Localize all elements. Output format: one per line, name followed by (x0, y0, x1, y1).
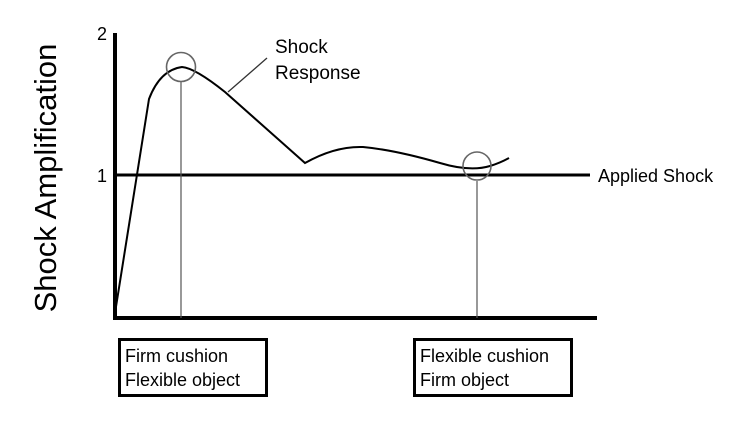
settle-highlight-circle (462, 151, 492, 181)
box-line: Firm object (420, 370, 510, 390)
response-leader-line (227, 57, 268, 93)
box-line: Firm cushion (125, 346, 229, 366)
y-axis-title: Shock Amplification (28, 44, 63, 313)
y-tick-2: 2 (97, 24, 107, 44)
box-line: Flexible object (125, 370, 241, 390)
peak-highlight-circle (165, 51, 197, 83)
shock-response-curve (114, 65, 510, 314)
response-label-line2: Response (275, 63, 361, 84)
applied-shock-label: Applied Shock (598, 166, 714, 186)
y-tick-1: 1 (97, 166, 107, 186)
firm-cushion-box: Firm cushion Flexible object (118, 338, 268, 397)
box-line: Flexible cushion (420, 346, 550, 366)
response-label-line1: Shock (275, 37, 328, 58)
flexible-cushion-box: Flexible cushion Firm object (413, 338, 573, 397)
